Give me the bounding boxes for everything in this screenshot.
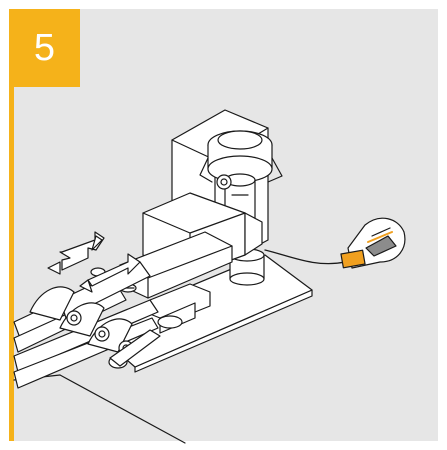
probe-icon — [341, 218, 405, 268]
probe-cable — [265, 250, 345, 264]
table-edge-lines — [14, 375, 185, 443]
